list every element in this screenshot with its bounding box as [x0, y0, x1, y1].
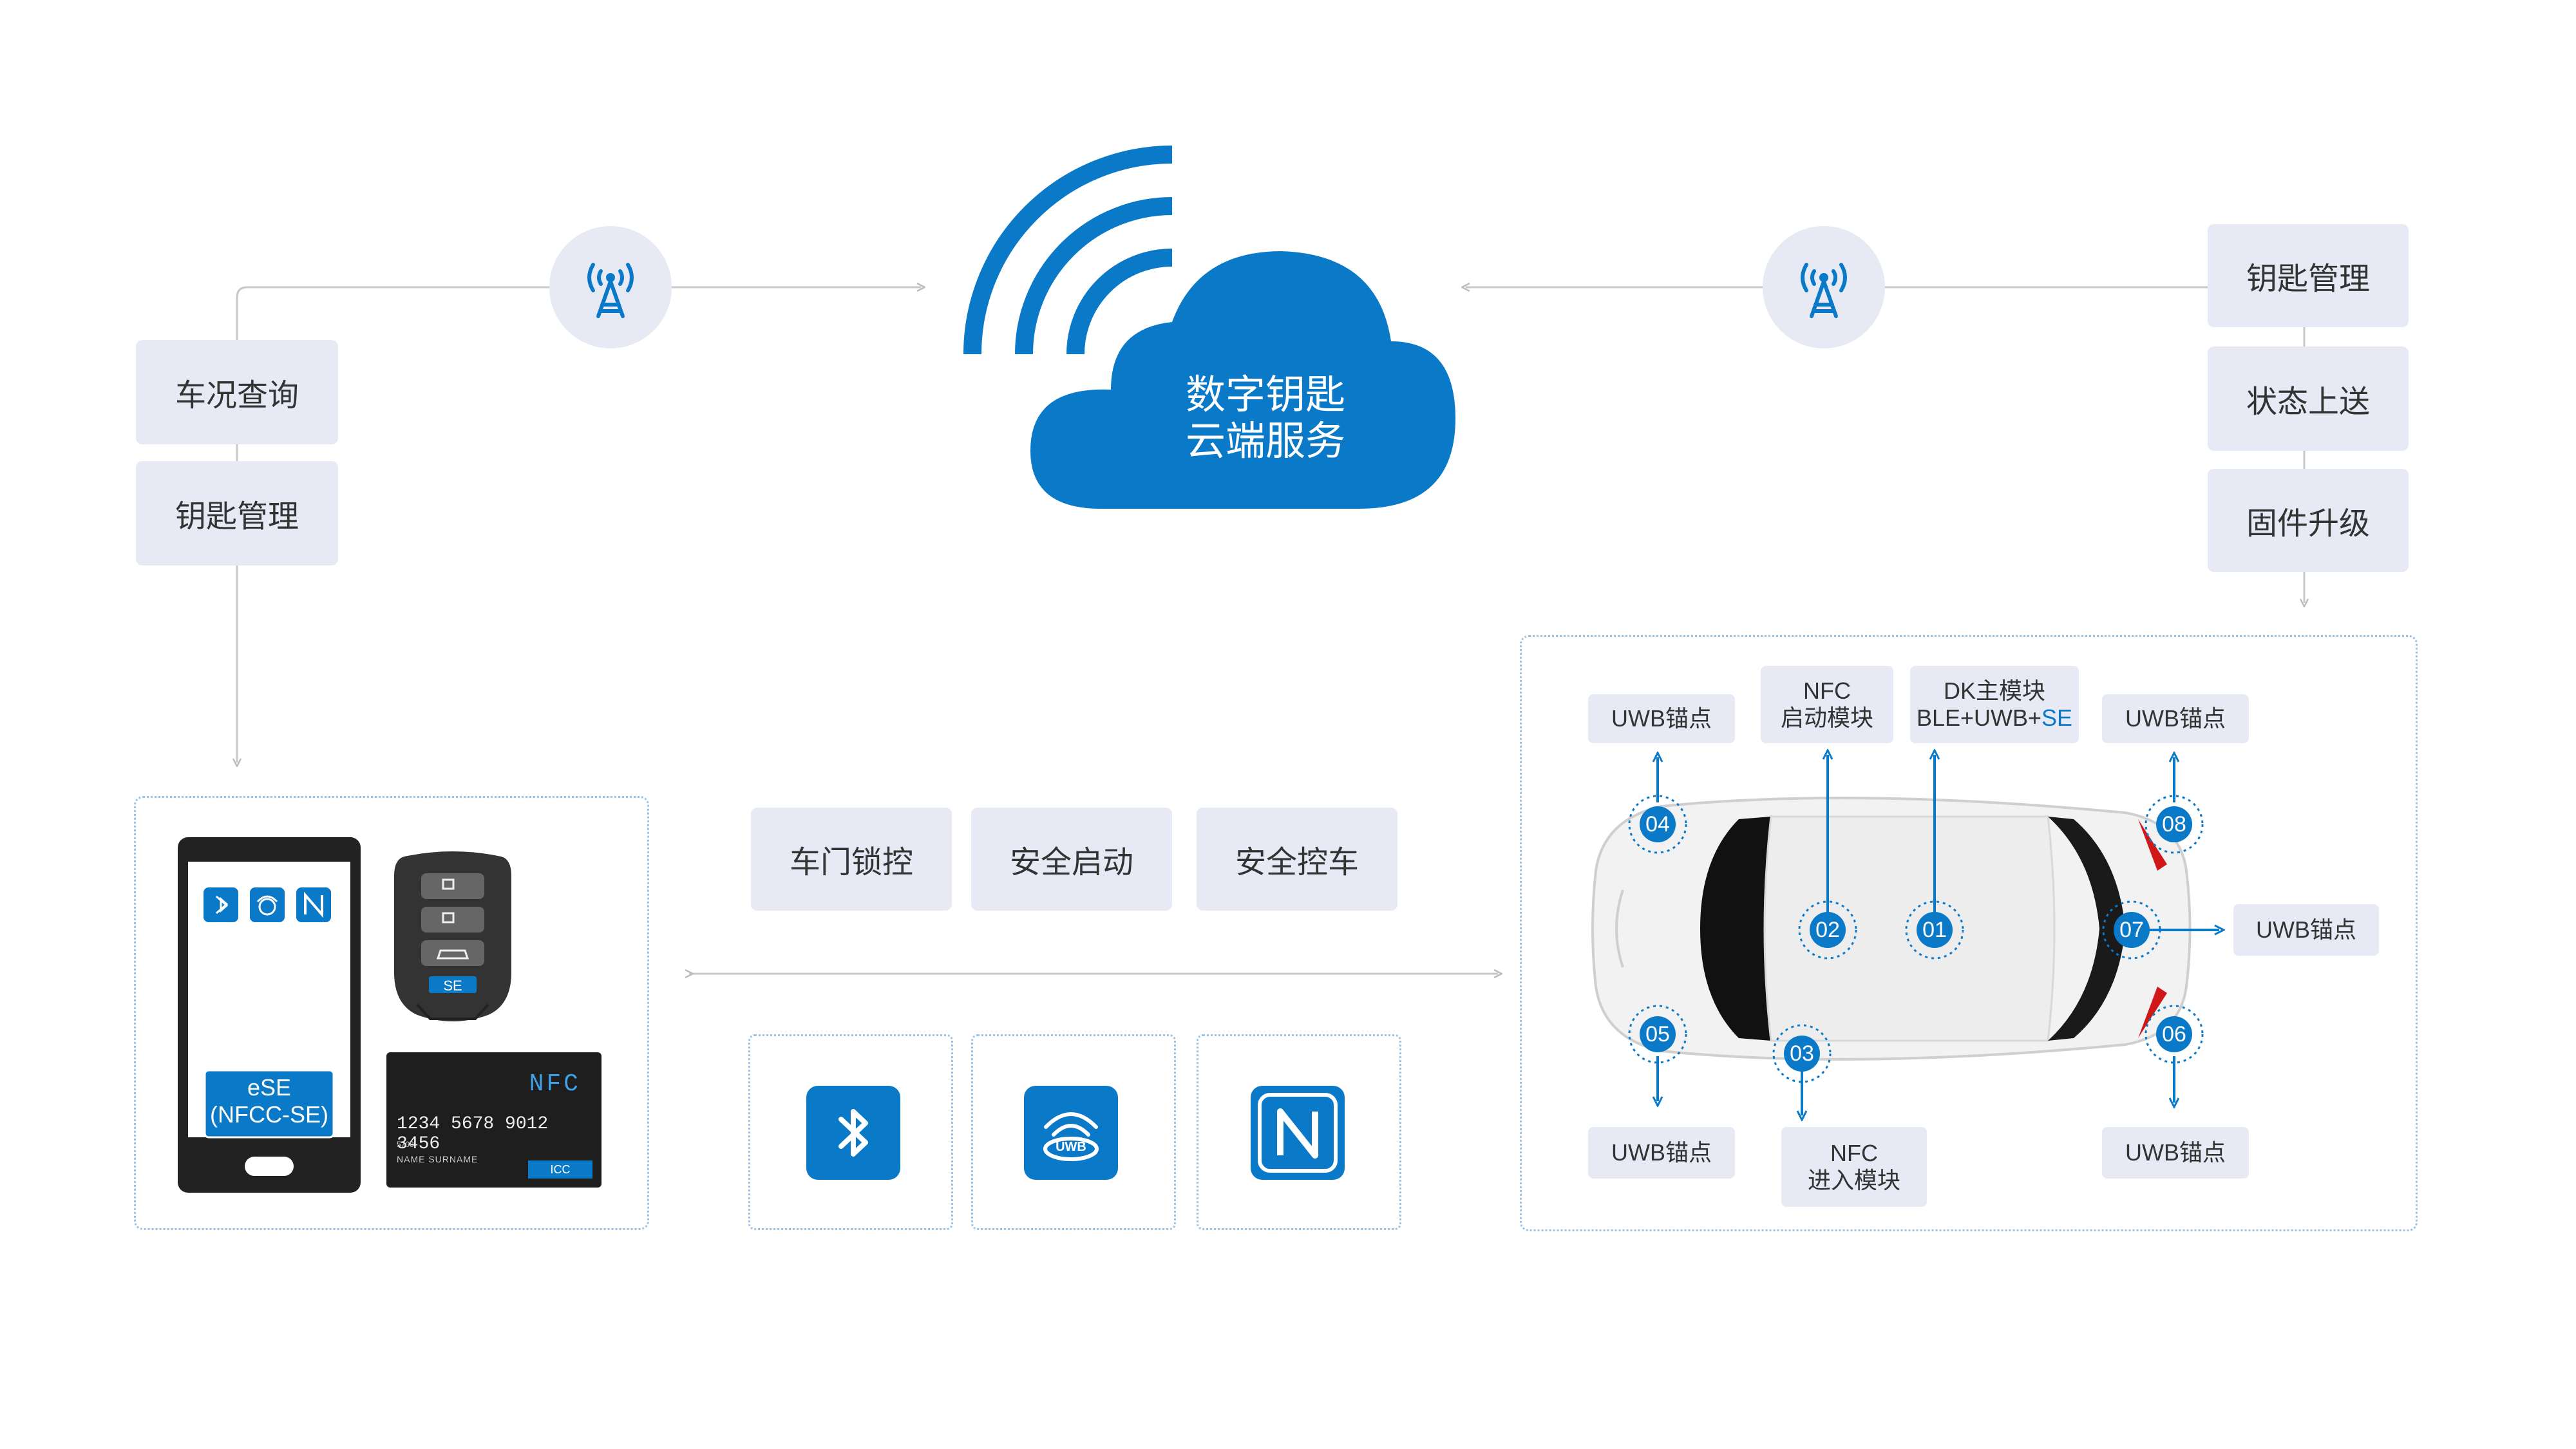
nfc-start-module-tag: NFC 启动模块 — [1761, 666, 1893, 743]
uwb-anchor-label: UWB锚点 — [2125, 705, 2226, 732]
action-firmware-upgrade[interactable]: 固件升级 — [2208, 469, 2409, 572]
car-top-view — [1591, 797, 2192, 1061]
marker-02: 02 — [1815, 918, 1840, 942]
phone-ese-badge-label: eSE (NFCC-SE) — [205, 1074, 334, 1128]
uwb-anchor-tag-08: UWB锚点 — [2102, 694, 2249, 743]
bluetooth-icon[interactable] — [806, 1086, 900, 1180]
action-key-management-left[interactable]: 钥匙管理 — [136, 461, 338, 565]
nfc-start-line-2: 启动模块 — [1780, 705, 1873, 731]
nfc-card-chip-badge: ICC — [528, 1160, 592, 1179]
car-key-fob — [394, 851, 511, 1021]
marker-03: 03 — [1790, 1041, 1814, 1066]
nfc-card-expiry: 5708 — [397, 1140, 414, 1149]
nfc-card-brand: NFC — [529, 1070, 581, 1098]
function-secure-vehicle-control[interactable]: 安全控车 — [1197, 808, 1397, 911]
uwb-anchor-tag-05: UWB锚点 — [1588, 1127, 1735, 1179]
uwb-anchor-tag-07: UWB锚点 — [2233, 904, 2379, 956]
action-key-management-right[interactable]: 钥匙管理 — [2208, 224, 2409, 327]
uwb-anchor-label: UWB锚点 — [1611, 705, 1712, 732]
phone-se-line-1: eSE — [247, 1074, 292, 1101]
uwb-anchor-tag-06: UWB锚点 — [2102, 1127, 2249, 1179]
vehicle-modules-panel — [1520, 635, 2418, 1231]
dk-main-line-2-prefix: BLE+UWB+ — [1916, 705, 2042, 731]
protocol-box-uwb — [971, 1034, 1176, 1230]
signal-tower-left — [549, 226, 672, 348]
nfc-entry-line-1: NFC — [1830, 1140, 1878, 1166]
cloud-line-1: 数字钥匙 — [1185, 373, 1345, 417]
dk-main-line-2-se: SE — [2041, 705, 2073, 731]
uwb-anchor-tag-04: UWB锚点 — [1588, 694, 1735, 743]
uwb-anchor-label: UWB锚点 — [2125, 1139, 2226, 1166]
marker-07: 07 — [2119, 918, 2144, 942]
cloud-line-2: 云端服务 — [1185, 419, 1345, 464]
nfc-entry-line-2: 进入模块 — [1807, 1167, 1900, 1193]
marker-05: 05 — [1645, 1022, 1670, 1046]
phone-se-line-2: (NFCC-SE) — [210, 1101, 328, 1128]
car-module-markers — [1628, 635, 2414, 1227]
fob-se-label: SE — [443, 978, 462, 994]
uwb-anchor-label: UWB锚点 — [2256, 916, 2356, 943]
nfc-entry-module-tag: NFC 进入模块 — [1781, 1127, 1927, 1207]
uwb-icon[interactable]: UWB — [1024, 1086, 1118, 1180]
nfc-card-number: 1234 5678 9012 3456 — [397, 1114, 549, 1154]
cloud-service-icon — [963, 146, 1455, 509]
nfc-icon[interactable] — [1251, 1086, 1345, 1180]
signal-tower-right — [1763, 226, 1885, 348]
function-secure-start[interactable]: 安全启动 — [971, 808, 1172, 911]
function-door-lock-control[interactable]: 车门锁控 — [751, 808, 952, 911]
antenna-tower-icon — [587, 263, 634, 318]
nfc-card-holder-name: NAME SURNAME — [397, 1154, 478, 1164]
smartphone-device — [178, 837, 361, 1193]
uwb-icon-badge: UWB — [1056, 1140, 1086, 1154]
dk-main-line-1: DK主模块 — [1943, 677, 2045, 704]
action-vehicle-status-query[interactable]: 车况查询 — [136, 340, 338, 444]
protocol-box-nfc — [1197, 1034, 1401, 1230]
marker-08: 08 — [2162, 812, 2186, 837]
marker-06: 06 — [2162, 1022, 2186, 1046]
uwb-anchor-label: UWB锚点 — [1611, 1139, 1712, 1166]
key-devices-panel — [134, 796, 649, 1230]
cloud-service-label: 数字钥匙 云端服务 — [1159, 372, 1372, 465]
action-status-upload[interactable]: 状态上送 — [2208, 346, 2409, 451]
marker-01: 01 — [1922, 918, 1947, 942]
dk-main-line-2: BLE+UWB+SE — [1917, 705, 2072, 732]
marker-04: 04 — [1645, 812, 1670, 837]
nfc-start-line-1: NFC — [1803, 677, 1851, 704]
protocol-box-bluetooth — [748, 1034, 953, 1230]
antenna-tower-icon — [1801, 263, 1847, 318]
dk-main-module-tag: DK主模块 BLE+UWB+SE — [1910, 666, 2079, 743]
nfc-card: NFC 1234 5678 9012 3456 5708 NAME SURNAM… — [386, 1052, 601, 1188]
